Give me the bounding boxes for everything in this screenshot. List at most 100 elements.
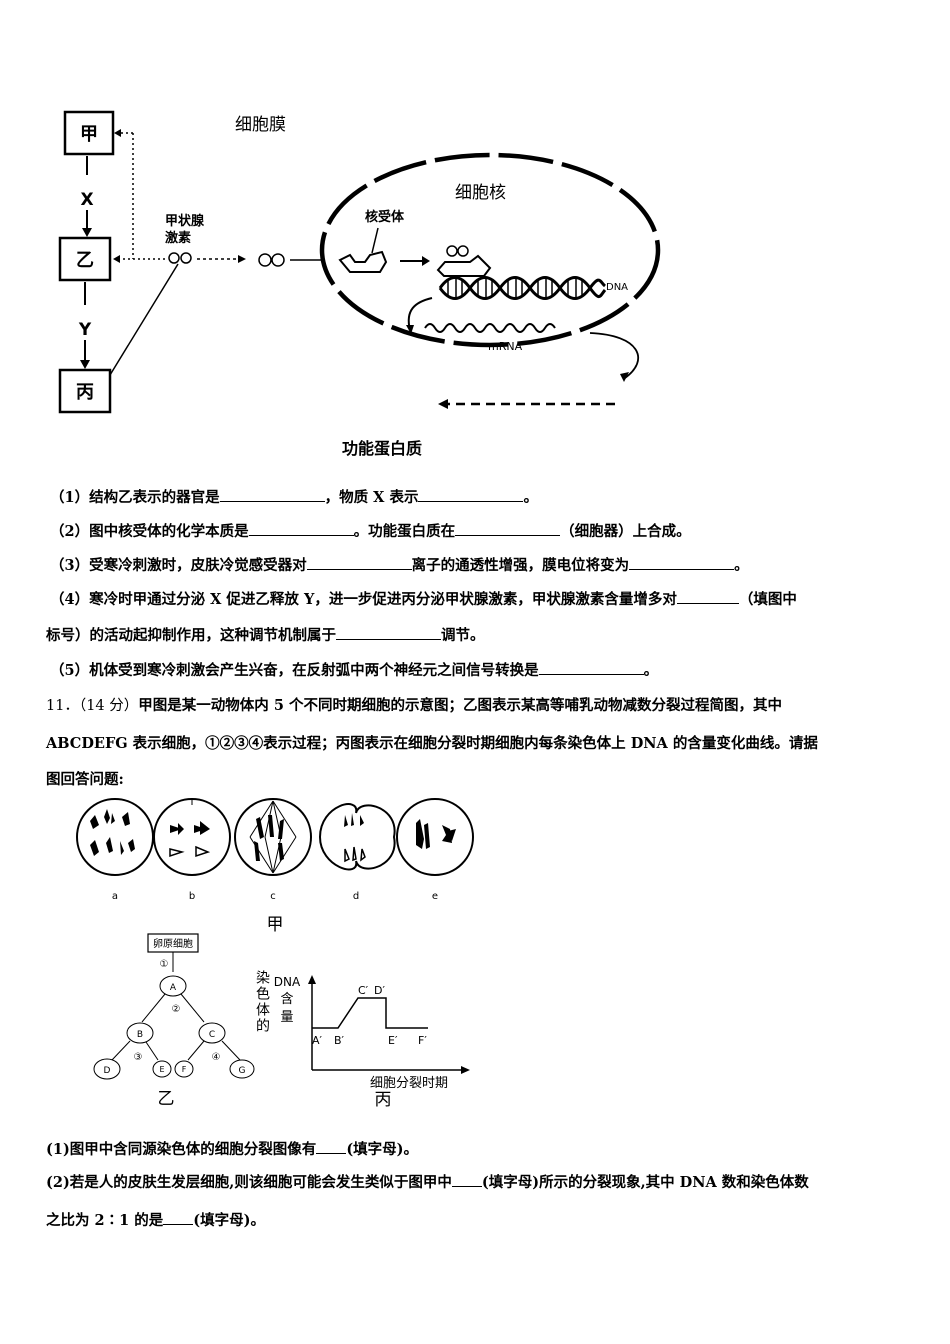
q11-sub2-text-b: (填字母)所示的分裂现象,其中 DNA 数和染色体数: [481, 1174, 809, 1191]
answer-blank[interactable]: [455, 521, 561, 536]
q11-intro-line-3: 图回答问题:: [46, 768, 124, 789]
cell-b: b: [153, 798, 231, 902]
box-bing-label: 丙: [76, 382, 94, 403]
answer-blank[interactable]: [451, 1172, 482, 1187]
cell-E: [152, 1060, 172, 1078]
cell-G: [229, 1059, 255, 1079]
figure-jia-caption: 甲: [267, 915, 284, 935]
cell-A-label: A: [170, 983, 177, 993]
figure-bing-caption: 丙: [375, 1090, 392, 1110]
q11-sub2-text-a: (2)若是人的皮肤生发层细胞,则该细胞可能会发生类似于图甲中: [46, 1174, 452, 1191]
point-c: C′: [358, 984, 369, 997]
answer-blank[interactable]: [163, 1210, 194, 1225]
q11-sub-1: (1)图甲中含同源染色体的细胞分裂图像有(填字母)。: [46, 1138, 418, 1159]
q10-line-4: （4）寒冷时甲通过分泌 X 促进乙释放 Y，进一步促进丙分泌甲状腺激素，甲状腺激…: [50, 588, 797, 609]
bing-dna-curve: [312, 997, 428, 1029]
q11-intro-line-1: 11．（14 分）甲图是某一动物体内 5 个不同时期细胞的示意图；乙图表示某高等…: [46, 694, 782, 715]
cell-membrane-label: 细胞膜: [235, 115, 286, 135]
answer-blank[interactable]: [248, 521, 354, 536]
q10-line-5: （5）机体受到寒冷刺激会产生兴奋，在反射弧中两个神经元之间信号转换是 。: [50, 659, 658, 680]
bing-ylabel-dna: DNA: [274, 975, 301, 989]
point-a: A′: [312, 1034, 323, 1047]
box-yi: [58, 236, 112, 282]
q10-4-text-a: （4）寒冷时甲通过分泌 X 促进乙释放 Y，进一步促进丙分泌甲状腺激素，甲状腺激…: [50, 591, 677, 608]
cell-G-label: G: [239, 1066, 246, 1076]
q11-sub-2b: 之比为 2∶1 的是 (填字母)。: [46, 1209, 265, 1230]
cell-A: [159, 975, 187, 997]
point-f: F′: [418, 1034, 427, 1047]
q11-sub2-text-d: (填字母)。: [193, 1212, 266, 1229]
step-2: ②: [172, 1004, 181, 1015]
box-jia-label: 甲: [80, 124, 98, 145]
cell-C: [198, 1022, 226, 1044]
functional-protein-label: 功能蛋白质: [342, 439, 422, 458]
q11-sub2-text-c: 之比为 2∶1 的是: [46, 1212, 164, 1229]
point-b: B′: [334, 1034, 345, 1047]
nucleus-label: 细胞核: [455, 183, 506, 203]
q10-4-text-b: （填图中: [738, 591, 797, 608]
point-e: E′: [388, 1034, 398, 1047]
figure-bing: 每条染色体的 DNA 含 量 A′ B′ C′ D′ E′ F′ 细胞分裂时期 …: [254, 970, 470, 1110]
cell-label-e: e: [432, 891, 438, 902]
box-jia: [63, 110, 115, 156]
step-3: ③: [134, 1052, 143, 1063]
figure-yi-caption: 乙: [158, 1089, 175, 1109]
cell-label-c: c: [270, 891, 276, 902]
cell-d: d: [318, 803, 396, 902]
q10-1-text-a: （1）结构乙表示的器官是: [50, 489, 220, 506]
dna-label: DNA: [606, 282, 628, 293]
q10-5-text-b: 。: [643, 662, 659, 679]
answer-blank[interactable]: [629, 555, 735, 570]
q11-score: （14 分）: [78, 698, 139, 714]
figure-yi: 卵原细胞 ① A ② B C ③ ④ D E F G 乙: [93, 933, 255, 1109]
answer-blank[interactable]: [316, 1139, 347, 1154]
q10-2-text-c: （细胞器）上合成。: [560, 523, 691, 540]
q10-line-1: （1）结构乙表示的器官是，物质 X 表示。: [50, 486, 538, 507]
q10-3-text-a: （3）受寒冷刺激时，皮肤冷觉感受器对: [50, 557, 307, 574]
q10-2-text-a: （2）图中核受体的化学本质是: [50, 523, 249, 540]
step-1: ①: [160, 959, 169, 970]
answer-blank[interactable]: [306, 555, 412, 570]
nucleus-envelope: [319, 152, 661, 348]
bing-ylabel-side: 每条染色体的: [254, 970, 270, 1034]
label-x: X: [80, 190, 93, 210]
cell-c: c: [234, 798, 312, 902]
cell-a: a: [76, 798, 154, 902]
q10-line-3: （3）受寒冷刺激时，皮肤冷觉感受器对离子的通透性增强，膜电位将变为。: [50, 554, 749, 575]
box-yi-label: 乙: [76, 250, 94, 271]
hormone-label-2: 激素: [165, 230, 191, 246]
q11-intro-line-2: ABCDEFG 表示细胞，①②③④表示过程；丙图表示在细胞分裂时期细胞内每条染色…: [46, 732, 818, 753]
cell-D: [93, 1058, 121, 1080]
answer-blank[interactable]: [336, 625, 441, 640]
cell-E-label: E: [159, 1065, 164, 1074]
q10-line-2: （2）图中核受体的化学本质是。功能蛋白质在（细胞器）上合成。: [50, 520, 691, 541]
answer-blank[interactable]: [538, 660, 644, 675]
hormone-regulation-diagram: 甲 乙 丙 X Y 甲状腺 激素 细胞膜 细胞核 核受体: [58, 110, 661, 458]
cell-F: [174, 1060, 194, 1078]
cell-label-a: a: [112, 891, 118, 902]
q11-intro-1: 甲图是某一动物体内 5 个不同时期细胞的示意图；乙图表示某高等哺乳动物减数分裂过…: [138, 697, 782, 714]
bing-ylabel-side-text: 每条染色体的: [254, 970, 270, 1034]
answer-blank[interactable]: [676, 589, 739, 604]
oogonium-label: 卵原细胞: [153, 937, 193, 950]
cell-B-label: B: [137, 1030, 143, 1040]
bing-xlabel: 细胞分裂时期: [370, 1076, 448, 1091]
cell-label-d: d: [353, 891, 359, 902]
answer-blank[interactable]: [418, 487, 524, 502]
q11-sub1-text-b: (填字母)。: [346, 1141, 419, 1158]
answer-blank[interactable]: [219, 487, 325, 502]
hormone-label-1: 甲状腺: [165, 213, 205, 229]
q10-1-text-b: ，物质 X 表示: [324, 489, 419, 506]
cell-D-label: D: [104, 1066, 111, 1076]
point-d: D′: [374, 984, 385, 997]
cell-F-label: F: [182, 1065, 187, 1074]
q11-number: 11．: [46, 698, 79, 714]
q10-5-text-a: （5）机体受到寒冷刺激会产生兴奋，在反射弧中两个神经元之间信号转换是: [50, 662, 539, 679]
bing-ylabel-han: 含: [280, 991, 293, 1007]
figure-jia: a b c d e 甲: [76, 798, 474, 935]
q10-4-text-d: 调节。: [441, 627, 485, 644]
cell-C-label: C: [209, 1030, 215, 1040]
q10-4-text-c: 标号）的活动起抑制作用，这种调节机制属于: [46, 627, 336, 644]
cell-B: [126, 1022, 154, 1044]
q11-intro-2: ABCDEFG 表示细胞，①②③④表示过程；丙图表示在细胞分裂时期细胞内每条染色…: [46, 735, 818, 752]
